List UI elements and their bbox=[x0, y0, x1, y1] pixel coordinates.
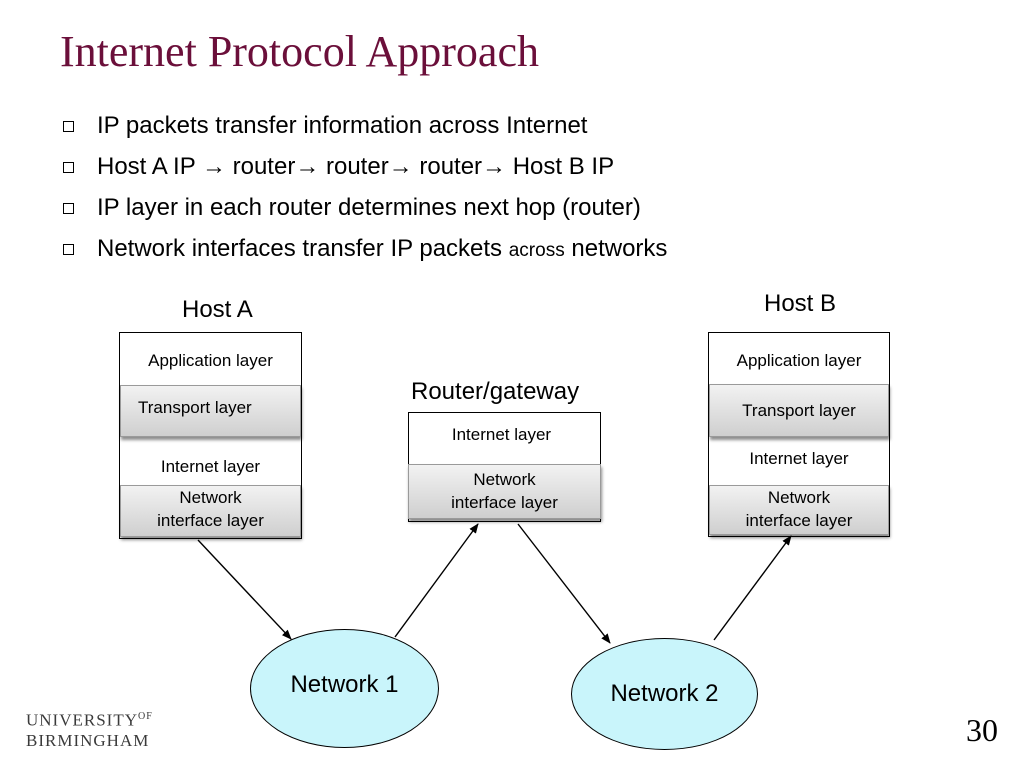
network-1-ellipse: Network 1 bbox=[250, 629, 439, 748]
square-bullet-icon bbox=[63, 244, 74, 255]
bullet-item: IP layer in each router determines next … bbox=[60, 192, 667, 233]
host-b-internet-layer: Internet layer bbox=[749, 449, 849, 468]
network-2-ellipse: Network 2 bbox=[571, 638, 758, 750]
host-b-application-layer: Application layer bbox=[736, 351, 862, 370]
host-a-application-layer: Application layer bbox=[148, 351, 273, 370]
host-a-label: Host A bbox=[182, 296, 253, 323]
bullet-item: Host A IP → router→ router→ router→ Host… bbox=[60, 151, 667, 192]
host-b-stack: Application layer Transport layer Intern… bbox=[708, 332, 890, 537]
host-b-network-interface-layer: Network interface layer bbox=[709, 485, 889, 535]
host-a-internet-layer: Internet layer bbox=[160, 457, 261, 476]
arrow-host-a-to-network-1 bbox=[197, 539, 292, 640]
square-bullet-icon bbox=[63, 162, 74, 173]
university-logo: UNIVERSITYOF BIRMINGHAM bbox=[26, 710, 153, 750]
slide-title: Internet Protocol Approach bbox=[60, 27, 539, 76]
arrow-router-to-network-2 bbox=[517, 523, 611, 644]
arrow-network-1-to-router bbox=[394, 523, 479, 638]
router-network-interface-layer: Network interface layer bbox=[408, 464, 601, 519]
square-bullet-icon bbox=[63, 203, 74, 214]
host-b-transport-layer: Transport layer bbox=[709, 384, 889, 437]
bullet-item: IP packets transfer information across I… bbox=[60, 110, 667, 151]
bullet-list: IP packets transfer information across I… bbox=[60, 110, 667, 274]
host-a-stack: Application layer Transport layer Intern… bbox=[119, 332, 302, 539]
page-number: 30 bbox=[966, 712, 998, 748]
host-b-label: Host B bbox=[764, 290, 837, 317]
router-internet-layer: Internet layer bbox=[451, 425, 552, 444]
host-a-network-interface-layer: Network interface layer bbox=[120, 485, 301, 537]
host-a-transport-layer: Transport layer bbox=[120, 385, 301, 437]
router-label: Router/gateway bbox=[411, 378, 580, 405]
bullet-item: Network interfaces transfer IP packets a… bbox=[60, 233, 667, 274]
arrow-network-2-to-host-b bbox=[713, 535, 792, 641]
square-bullet-icon bbox=[63, 121, 74, 132]
router-stack: Internet layer Network interface layer bbox=[408, 412, 601, 522]
